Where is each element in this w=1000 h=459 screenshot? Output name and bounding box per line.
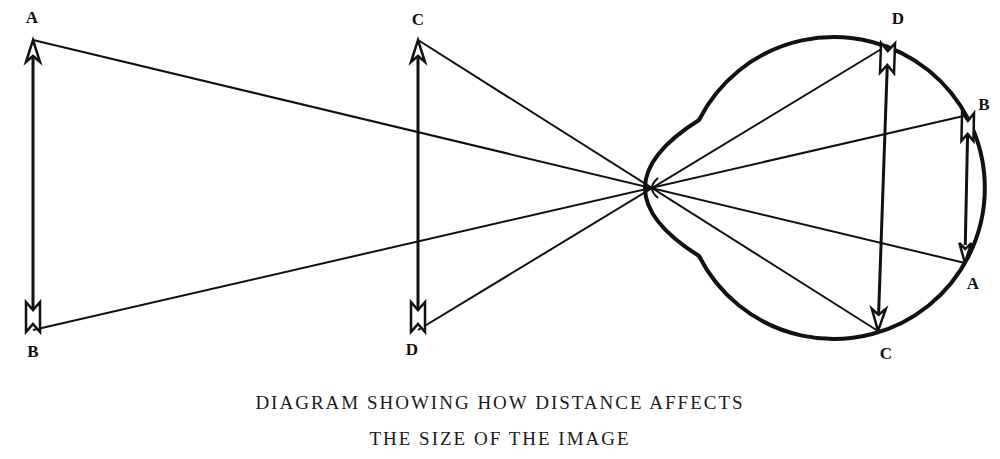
- point-letter: A: [967, 275, 979, 292]
- retinal-image-arrow: [959, 113, 974, 263]
- object-arrow: [26, 40, 40, 332]
- ray: [418, 45, 888, 330]
- point-letter: D: [406, 341, 418, 358]
- ray: [33, 115, 968, 330]
- retinal-image-arrow: [871, 43, 895, 331]
- eyeball-outline: [645, 37, 985, 339]
- object-arrow: [411, 40, 425, 332]
- figure-caption: DIAGRAM SHOWING HOW DISTANCE AFFECTS THE…: [252, 385, 748, 457]
- point-letter: D: [892, 10, 904, 27]
- point-letter: B: [27, 343, 38, 360]
- ray: [33, 40, 965, 263]
- point-letter: C: [880, 345, 892, 362]
- point-letter: B: [978, 96, 989, 113]
- point-letter: C: [412, 11, 424, 28]
- lens-mark: [652, 178, 658, 198]
- light-rays: [33, 40, 968, 331]
- point-letter: A: [26, 9, 38, 26]
